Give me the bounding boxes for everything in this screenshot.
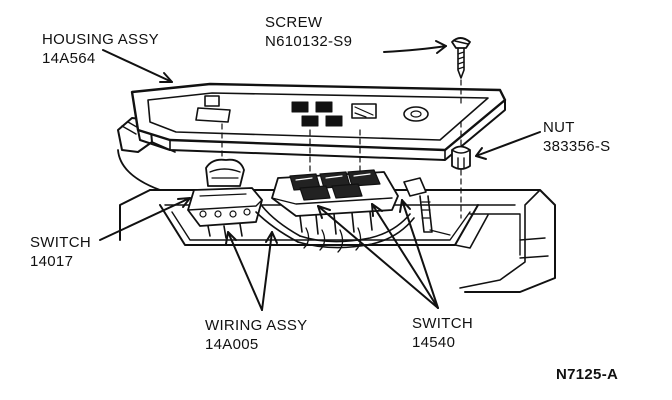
housing-opening [204, 95, 220, 107]
housing-opening [325, 115, 343, 127]
leader-lines [99, 40, 541, 311]
leader-switch-left [99, 197, 191, 241]
callout-name: NUT [543, 119, 575, 136]
callout-part-number: 383356-S [543, 138, 611, 155]
callout-screw: SCREW N610132-S9 [265, 13, 352, 51]
leader-housing [102, 49, 173, 83]
alignment-lines [221, 79, 462, 219]
callout-part-number: 14A005 [205, 336, 259, 353]
switch-14540 [271, 169, 399, 235]
leader-nut [475, 131, 541, 157]
callout-housing-assy: HOUSING ASSY 14A564 [42, 30, 159, 68]
nut [451, 145, 471, 170]
callout-switch-14540: SWITCH 14540 [412, 314, 473, 352]
callout-name: SWITCH [30, 234, 91, 251]
callout-switch-14017: SWITCH 14017 [30, 233, 91, 271]
screw [451, 37, 471, 79]
callout-name: WIRING ASSY [205, 317, 308, 334]
leader-screw [383, 45, 447, 53]
screw-boss [403, 106, 429, 122]
housing-opening [301, 115, 319, 127]
leader-wiring [227, 231, 263, 311]
housing-assy [130, 82, 507, 161]
housing-opening [315, 101, 333, 113]
callout-part-number: 14017 [30, 253, 74, 270]
callout-part-number: N610132-S9 [265, 33, 353, 50]
figure-id: N7125-A [556, 366, 619, 383]
leader-switch-right [317, 205, 439, 309]
callout-wiring-assy: WIRING ASSY 14A005 [205, 316, 308, 354]
callout-name: HOUSING ASSY [42, 31, 159, 48]
housing-opening [351, 103, 377, 119]
callout-nut: NUT 383356-S [543, 118, 610, 156]
switch-14017 [187, 158, 263, 239]
housing-opening [291, 101, 309, 113]
callout-name: SWITCH [412, 315, 473, 332]
callout-name: SCREW [265, 14, 323, 31]
callout-part-number: 14A564 [42, 50, 96, 67]
wiring-assy [255, 177, 433, 253]
callout-part-number: 14540 [412, 334, 456, 351]
